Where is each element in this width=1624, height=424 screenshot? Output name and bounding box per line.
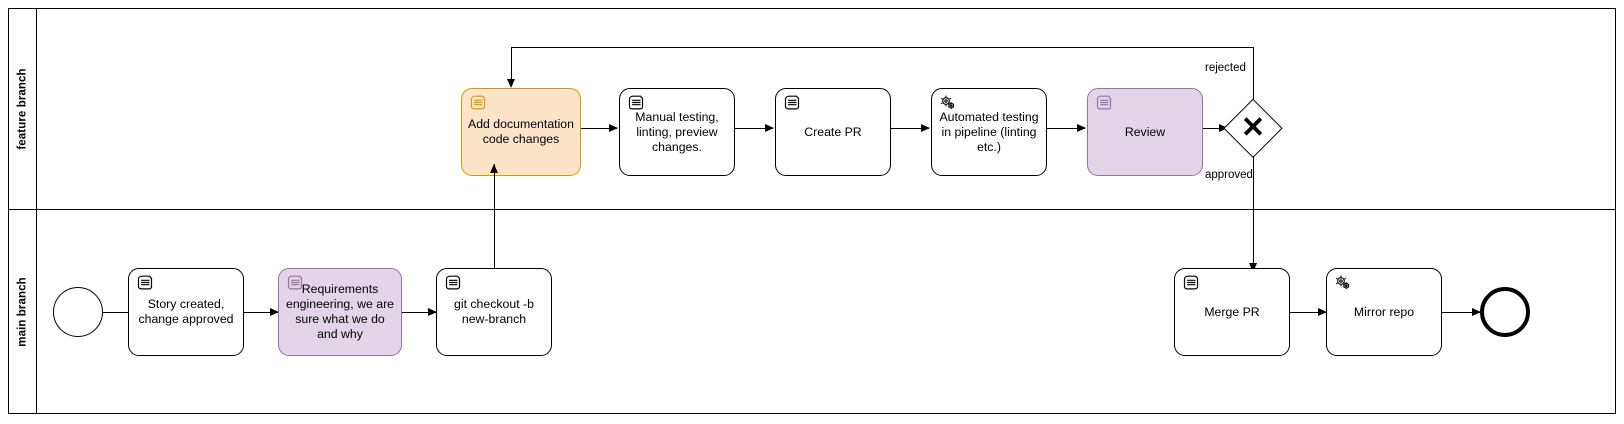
start-event[interactable]	[53, 287, 103, 337]
task-label: Create PR	[804, 124, 862, 139]
flow-arrowhead	[270, 307, 279, 316]
flow-rejected-vertical-up	[1252, 47, 1254, 114]
task-label: Automated testing in pipeline (linting e…	[939, 109, 1039, 154]
task-create-pr[interactable]: Create PR	[775, 88, 891, 176]
flow-gitcheckout-arrowhead	[490, 164, 498, 173]
flow-arrowhead	[609, 123, 618, 132]
task-label: Review	[1124, 124, 1166, 139]
flow-mergepr-to-mirrorrepo	[1290, 311, 1326, 313]
task-merge-pr[interactable]: Merge PR	[1174, 268, 1290, 356]
task-label: Story created, change approved	[138, 297, 234, 326]
lane-header-feature-branch: feature branch	[9, 9, 37, 209]
task-mirror-repo[interactable]: Mirror repo	[1326, 268, 1442, 356]
task-label: Merge PR	[1204, 304, 1260, 319]
manual-task-icon	[626, 94, 645, 111]
flow-rejected-horizontal	[511, 47, 1254, 49]
lane-label-main-branch: main branch	[16, 276, 29, 347]
lane-feature-branch: feature branch Add documentation	[9, 9, 1615, 210]
manual-task-icon	[135, 274, 154, 291]
task-label: Requirements engineering, we are sure wh…	[285, 282, 394, 341]
flow-arrowhead	[1219, 123, 1228, 132]
end-event[interactable]	[1480, 287, 1530, 337]
flow-arrowhead	[1318, 307, 1327, 316]
lane-main-branch: main branch	[9, 164, 1615, 413]
task-requirements-engineering[interactable]: Requirements engineering, we are sure wh…	[278, 268, 402, 356]
flow-arrowhead	[921, 123, 930, 132]
flow-arrowhead	[428, 307, 437, 316]
task-label: Manual testing, linting, preview changes…	[635, 109, 719, 154]
flow-start-to-story	[103, 311, 143, 313]
lane-header-main-branch: main branch	[9, 210, 37, 413]
flow-approved-arrowhead	[1248, 263, 1257, 272]
flow-rejected-vertical-down	[511, 47, 513, 80]
flow-rejected-arrowhead	[507, 79, 515, 88]
service-task-icon	[938, 94, 957, 111]
flow-createpr-to-autotest	[891, 127, 929, 129]
flow-label-rejected: rejected	[1205, 62, 1246, 74]
flow-arrowhead	[765, 123, 774, 132]
manual-task-icon	[1094, 94, 1113, 111]
manual-task-icon	[285, 274, 304, 291]
process-pool: feature branch Add documentation	[8, 8, 1616, 414]
flow-gitcheckout-vertical	[494, 164, 496, 272]
flow-arrowhead	[1472, 307, 1481, 316]
task-automated-testing[interactable]: Automated testing in pipeline (linting e…	[931, 88, 1047, 176]
lane-body-feature-branch: Add documentation code changes Manual te…	[37, 9, 1615, 210]
task-git-checkout[interactable]: git checkout -b new-branch	[436, 268, 552, 356]
manual-task-icon	[1181, 274, 1200, 291]
task-story-created[interactable]: Story created, change approved	[128, 268, 244, 356]
manual-task-icon	[443, 274, 462, 291]
flow-mirrorrepo-to-end	[1442, 311, 1480, 313]
task-label: Mirror repo	[1353, 304, 1415, 319]
task-label: git checkout -b new-branch	[454, 297, 534, 326]
flow-story-to-requirements	[244, 311, 278, 313]
task-add-documentation[interactable]: Add documentation code changes	[461, 88, 581, 176]
flow-arrowhead	[1077, 123, 1086, 132]
manual-task-icon	[782, 94, 801, 111]
flow-adddocs-to-manualtest	[581, 127, 617, 129]
flow-approved-vertical-main	[1252, 210, 1254, 266]
lane-body-main-branch: Story created, change approved Requireme…	[37, 164, 1615, 413]
service-task-icon	[1333, 274, 1352, 291]
lane-label-feature-branch: feature branch	[16, 68, 29, 150]
flow-autotest-to-review	[1047, 127, 1085, 129]
flow-manualtest-to-createpr	[735, 127, 773, 129]
flow-review-to-gateway	[1203, 127, 1227, 129]
flow-requirements-to-gitcheckout	[402, 311, 436, 313]
manual-task-icon	[468, 94, 487, 111]
gateway-review-decision[interactable]: ✕	[1223, 98, 1283, 158]
flow-approved-vertical-feature	[1252, 156, 1254, 210]
task-label: Add documentation code changes	[468, 117, 574, 146]
task-review[interactable]: Review	[1087, 88, 1203, 176]
task-manual-testing[interactable]: Manual testing, linting, preview changes…	[619, 88, 735, 176]
gateway-x-icon: ✕	[1240, 111, 1266, 144]
flow-label-approved: approved	[1205, 169, 1253, 181]
